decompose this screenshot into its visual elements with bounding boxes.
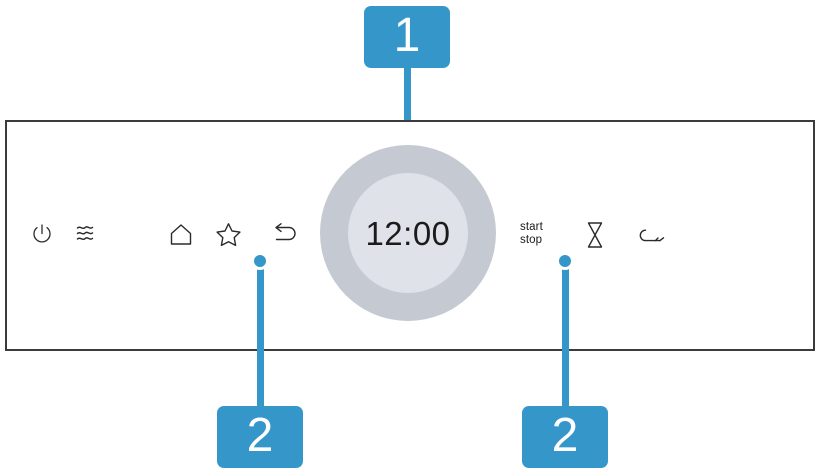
power-icon[interactable] [29,221,55,247]
callout-2-left-leader-line [257,258,264,424]
callout-2-right-leader-line [562,258,569,424]
home-icon[interactable] [167,222,195,248]
hourglass-icon[interactable] [582,220,608,250]
steam-waves-icon[interactable] [73,222,99,246]
rotary-dial[interactable]: 12:00 [320,145,496,321]
callout-1-number: 1 [393,9,421,62]
callout-2-right-leader-dot [556,252,574,270]
start-stop-line2: stop [520,234,543,246]
clock-display: 12:00 [365,214,451,252]
callout-1-badge: 1 [364,6,450,68]
start-stop-button[interactable]: start stop [520,221,564,247]
callout-2-left-leader-dot [251,252,269,270]
callout-2-left-badge: 2 [217,406,303,468]
start-stop-line1: start [520,221,543,233]
star-icon[interactable] [214,221,242,249]
callout-2-right-number: 2 [551,409,579,462]
callout-2-left-number: 2 [246,409,274,462]
key-icon[interactable] [635,225,667,247]
callout-2-right-badge: 2 [522,406,608,468]
back-arrow-icon[interactable] [271,222,299,248]
dial-display-face: 12:00 [348,173,468,293]
